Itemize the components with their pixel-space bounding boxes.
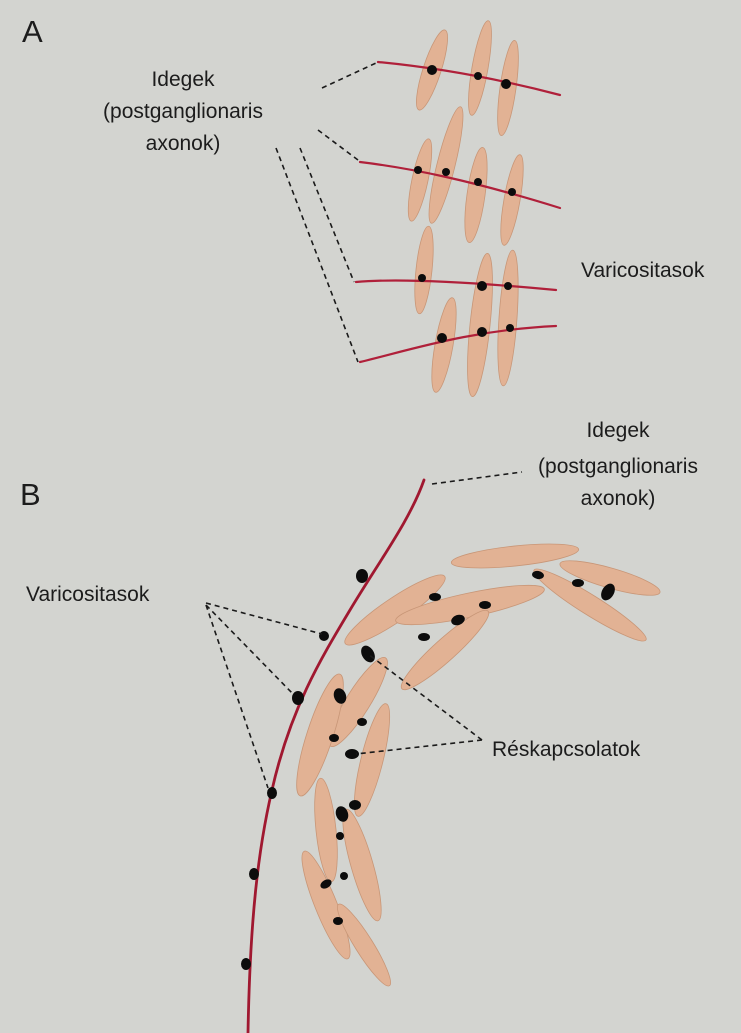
gap-junction	[418, 633, 430, 641]
panel-a-nerve-label-line-2: (postganglionaris	[103, 100, 263, 123]
gap-junction	[357, 718, 367, 726]
panel-b-varicosity-label: Varicositasok	[26, 583, 150, 606]
varicosity	[501, 79, 511, 89]
smooth-muscle-cell	[450, 539, 579, 572]
leader-line	[206, 605, 268, 788]
panel-a-nerve-label-line-3: axonok)	[146, 132, 221, 155]
gap-junction	[336, 832, 344, 840]
gap-junction	[340, 872, 348, 880]
panel-b: B	[20, 419, 698, 1033]
gap-junction	[358, 643, 377, 665]
panel-b-smooth-muscle-cells	[288, 539, 663, 990]
varicosity	[292, 691, 304, 705]
panel-b-letter: B	[20, 477, 41, 512]
varicosity	[319, 631, 329, 641]
leader-line	[300, 148, 354, 282]
gap-junction	[329, 734, 339, 742]
leader-line	[432, 472, 522, 484]
panel-b-gap-junction-label: Réskapcsolatok	[492, 738, 641, 761]
varicosity	[267, 787, 277, 799]
panel-b-nerve-label-line-2: (postganglionaris	[538, 455, 698, 478]
varicosity	[442, 168, 450, 176]
leader-line	[276, 148, 358, 362]
smooth-muscle-cell	[464, 19, 496, 116]
panel-a: A	[22, 14, 705, 398]
panel-b-nerve-label-line-1: Idegek	[586, 419, 650, 442]
varicosity	[241, 958, 251, 970]
panel-a-varicosity-label: Varicositasok	[581, 259, 705, 282]
varicosity	[477, 281, 487, 291]
gap-junction	[479, 601, 491, 609]
gap-junction	[345, 749, 359, 759]
panel-a-smooth-muscle-cells	[403, 19, 527, 397]
smooth-muscle-cell	[411, 225, 436, 314]
gap-junction	[429, 593, 441, 601]
smooth-muscle-cell	[494, 250, 521, 387]
nerve-fiber	[356, 280, 556, 290]
panel-b-nerve-label-line-3: axonok)	[581, 487, 656, 510]
varicosity	[474, 72, 482, 80]
panel-a-letter: A	[22, 14, 43, 49]
leader-line	[322, 63, 376, 88]
varicosity	[477, 327, 487, 337]
nerve-fiber	[360, 326, 556, 362]
panel-a-leader-lines	[276, 63, 376, 362]
panel-a-nerve-label-line-1: Idegek	[151, 68, 215, 91]
varicosity	[418, 274, 426, 282]
gap-junction	[349, 800, 361, 810]
varicosity	[504, 282, 512, 290]
gap-junction	[572, 579, 584, 587]
varicosity	[414, 166, 422, 174]
leader-line	[318, 130, 358, 160]
panel-a-nerve-fibers	[356, 62, 560, 362]
varicosity	[427, 65, 437, 75]
nerve-fiber	[360, 162, 560, 208]
leader-line	[206, 605, 294, 695]
varicosity	[356, 569, 368, 583]
varicosity	[474, 178, 482, 186]
varicosity	[506, 324, 514, 332]
leader-line	[206, 603, 322, 634]
varicosity	[249, 868, 259, 880]
panel-b-nerve-fiber	[248, 480, 424, 1033]
varicosity	[437, 333, 447, 343]
smooth-muscle-cell	[460, 146, 491, 244]
smooth-muscle-cell	[463, 252, 498, 397]
varicosity	[508, 188, 516, 196]
smooth-muscle-cell	[496, 153, 528, 246]
gap-junction	[333, 917, 343, 925]
